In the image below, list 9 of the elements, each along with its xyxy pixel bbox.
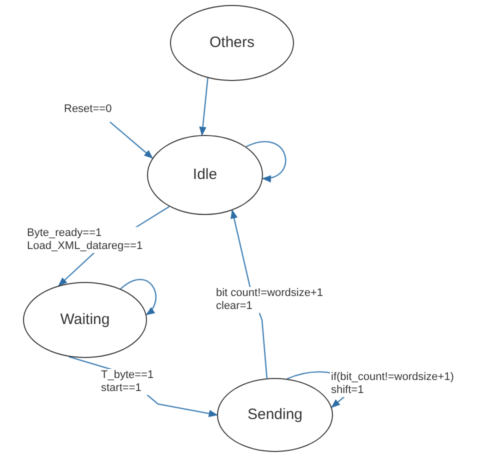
state-name: Sending — [247, 404, 303, 425]
edge-label: Byte_ready==1 Load_XML_datareg==1 — [26, 227, 144, 253]
state-name: Idle — [192, 164, 218, 185]
arrow — [246, 141, 286, 182]
arrow — [110, 122, 154, 159]
state-name: Waiting — [60, 310, 110, 330]
state-name: Others — [209, 32, 254, 53]
arrow — [199, 78, 208, 136]
arrow — [120, 278, 156, 316]
